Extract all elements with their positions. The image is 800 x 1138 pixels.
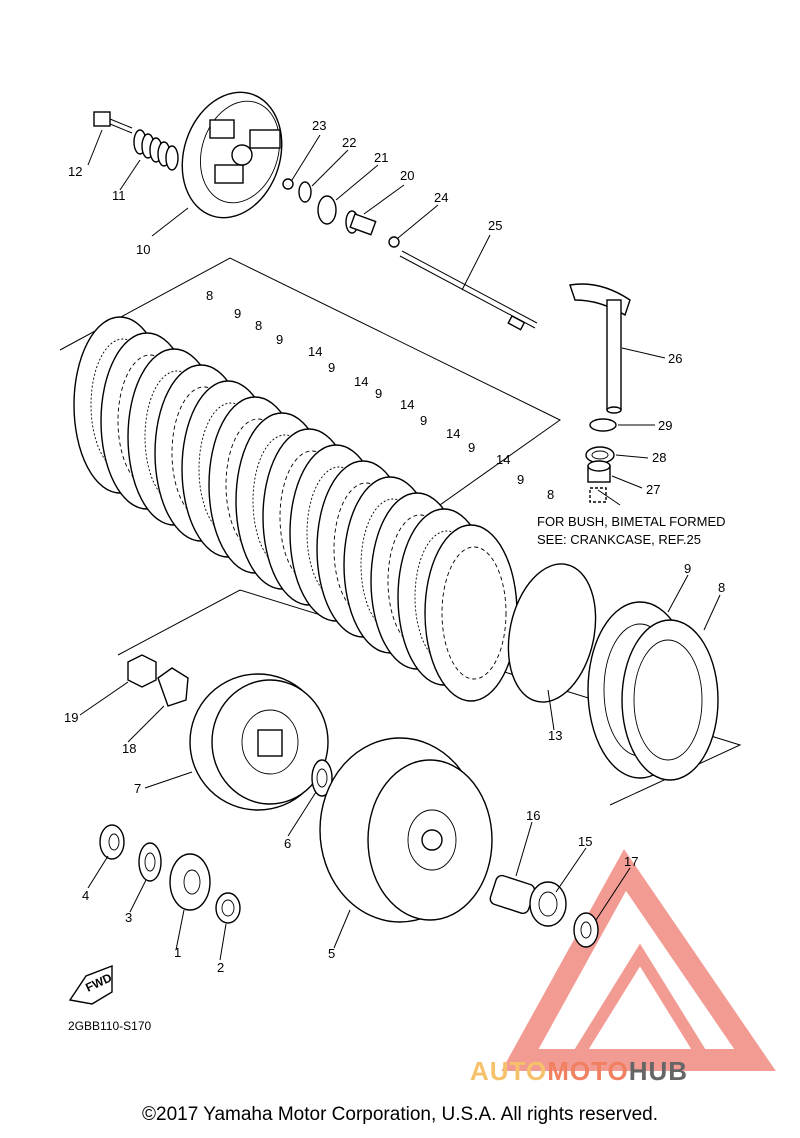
watermark-part-2: MOTO	[547, 1056, 629, 1086]
callout-9c: 9	[328, 360, 335, 375]
callout-26: 26	[668, 351, 682, 366]
kick-driven-gear	[169, 853, 211, 911]
note-line-1: FOR BUSH, BIMETAL FORMED	[537, 514, 726, 529]
watermark-brand-text: AUTOMOTOHUB	[470, 1056, 688, 1087]
clutch-boss	[189, 673, 329, 811]
pressure-plate	[181, 91, 283, 219]
callout-11: 11	[112, 188, 126, 203]
bearing-27	[587, 460, 611, 483]
ball	[388, 236, 400, 248]
callout-9f: 9	[468, 440, 475, 455]
callout-8b: 8	[255, 318, 262, 333]
callout-14e: 14	[496, 452, 510, 467]
push-lever-shaft	[569, 283, 631, 414]
callout-7: 7	[134, 781, 141, 796]
circlip-29	[589, 418, 617, 432]
wire-ring	[507, 563, 597, 703]
callout-23: 23	[312, 118, 326, 133]
watermark-part-1: AUTO	[470, 1056, 548, 1086]
callout-3: 3	[125, 910, 132, 925]
bearing	[317, 195, 337, 225]
thrust-washer-17	[573, 912, 599, 948]
callout-8a: 8	[206, 288, 213, 303]
callout-10: 10	[136, 242, 150, 257]
nut	[127, 654, 157, 688]
callout-19: 19	[64, 710, 78, 725]
watermark-part-3: HUB	[628, 1056, 689, 1086]
callout-18: 18	[122, 741, 136, 756]
copyright-notice: ©2017 Yamaha Motor Corporation, U.S.A. A…	[142, 1104, 658, 1125]
callout-20: 20	[400, 168, 414, 183]
callout-9d: 9	[375, 386, 382, 401]
clutch-plate-loose	[621, 619, 719, 781]
bolt	[93, 111, 133, 134]
diagram-code: 2GBB110-S170	[68, 1019, 151, 1033]
plate-inner-edge	[441, 546, 507, 680]
callout-2: 2	[217, 960, 224, 975]
callout-16: 16	[526, 808, 540, 823]
watermark-logo	[501, 849, 776, 1071]
callout-29: 29	[658, 418, 672, 433]
fwd-arrow: FWD	[68, 964, 114, 1005]
callout-21: 21	[374, 150, 388, 165]
callout-14d: 14	[446, 426, 460, 441]
washer	[298, 181, 312, 203]
callout-22: 22	[342, 135, 356, 150]
callout-14a: 14	[308, 344, 322, 359]
push-rod-short	[345, 210, 377, 236]
primary-driven-gear	[319, 737, 493, 923]
callout-4: 4	[82, 888, 89, 903]
bush-2	[215, 892, 241, 924]
callout-6: 6	[284, 836, 291, 851]
leader-lines	[79, 129, 721, 961]
callout-28: 28	[652, 450, 666, 465]
circlip	[282, 178, 294, 190]
callout-8d: 8	[718, 580, 725, 595]
callout-14c: 14	[400, 397, 414, 412]
callout-9h: 9	[684, 561, 691, 576]
callout-12: 12	[68, 164, 82, 179]
callout-9b: 9	[276, 332, 283, 347]
callout-24: 24	[434, 190, 448, 205]
callout-14b: 14	[354, 374, 368, 389]
callout-15: 15	[578, 834, 592, 849]
needle-bearing-15	[529, 881, 567, 927]
callout-9e: 9	[420, 413, 427, 428]
callout-8c: 8	[547, 487, 554, 502]
collar-4	[99, 824, 125, 860]
callout-5: 5	[328, 946, 335, 961]
clutch-plate-stack	[73, 316, 518, 702]
callout-17: 17	[624, 854, 638, 869]
thrust-washer-6	[311, 759, 333, 797]
callout-1: 1	[174, 945, 181, 960]
callout-9a: 9	[234, 306, 241, 321]
callout-9g: 9	[517, 472, 524, 487]
washer-3	[138, 842, 162, 882]
callout-27: 27	[646, 482, 660, 497]
callout-25: 25	[488, 218, 502, 233]
friction-plate	[424, 524, 518, 702]
spacer-16	[489, 874, 536, 915]
note-line-2: SEE: CRANKCASE, REF.25	[537, 532, 701, 547]
callout-13: 13	[548, 728, 562, 743]
lock-washer	[157, 667, 189, 707]
push-rod	[399, 250, 538, 331]
clutch-plates-outline	[59, 257, 561, 513]
clutch-spring	[133, 129, 179, 171]
callout-numbers: 1 2 3 4 5 6 7 8 8 8 8 9 9 9 9 9 9 9 9 10…	[64, 118, 725, 975]
